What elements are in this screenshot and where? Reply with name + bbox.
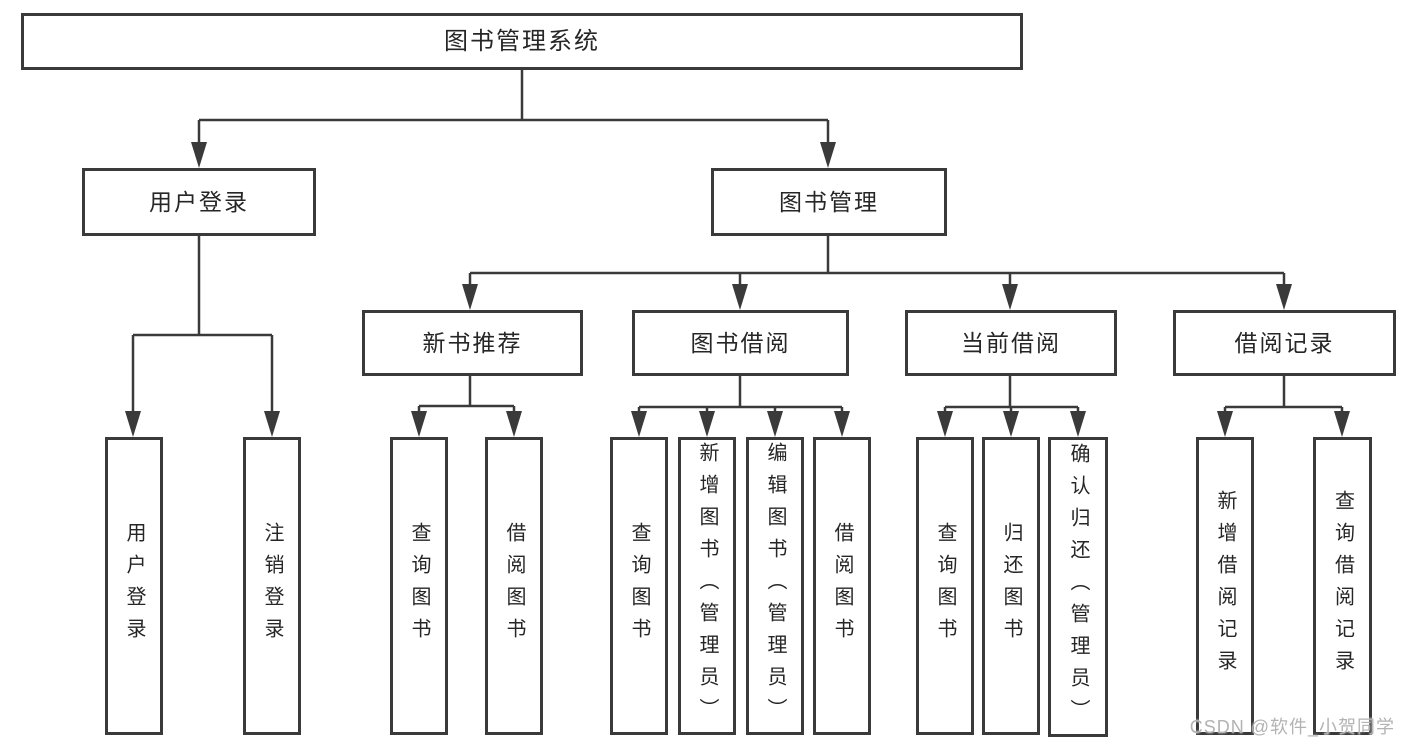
leaf-borrow-books-borrowing-label: 借阅图书 [831, 522, 853, 650]
leaf-query-books-current-label: 查询图书 [934, 522, 956, 650]
leaf-add-borrow-record-label: 新增借阅记录 [1214, 490, 1236, 682]
connector-new-book-recommend [417, 376, 516, 419]
node-book-borrowing: 图书借阅 [632, 310, 849, 376]
node-borrowing-records: 借阅记录 [1173, 310, 1396, 376]
connector-root-arrowheads [191, 142, 836, 168]
node-root: 图书管理系统 [21, 13, 1023, 70]
connector-new-book-recommend-arrowheads [411, 411, 522, 437]
node-current-borrowing: 当前借阅 [905, 310, 1117, 376]
leaf-user-login: 用户登录 [105, 437, 163, 735]
node-book-management-label: 图书管理 [779, 188, 879, 215]
leaf-logout-label: 注销登录 [261, 522, 283, 650]
leaf-borrow-books-borrowing: 借阅图书 [813, 437, 871, 735]
connector-book-management [468, 236, 1286, 292]
leaf-return-book: 归还图书 [982, 437, 1040, 735]
connector-book-borrowing-arrowheads [631, 411, 850, 437]
connector-current-borrowing-arrowheads [937, 411, 1086, 437]
connector-book-borrowing [637, 376, 844, 419]
connector-user-login [131, 236, 274, 419]
connector-book-management-arrowheads [462, 284, 1292, 310]
leaf-user-login-label: 用户登录 [123, 522, 145, 650]
connector-borrowing-records [1223, 376, 1344, 419]
node-user-login-label: 用户登录 [149, 188, 249, 215]
leaf-add-book-admin-label: 新增图书（管理员） [696, 442, 718, 730]
leaf-edit-book-admin-label: 编辑图书（管理员） [764, 442, 786, 730]
node-book-borrowing-label: 图书借阅 [690, 329, 791, 356]
leaf-logout: 注销登录 [243, 437, 301, 735]
node-book-management: 图书管理 [711, 168, 947, 236]
node-user-login: 用户登录 [82, 168, 316, 236]
leaf-query-books-borrowing: 查询图书 [610, 437, 668, 735]
node-borrowing-records-label: 借阅记录 [1234, 329, 1335, 356]
node-current-borrowing-label: 当前借阅 [961, 329, 1061, 356]
leaf-borrow-books-recommend-label: 借阅图书 [503, 522, 525, 650]
leaf-borrow-books-recommend: 借阅图书 [485, 437, 543, 735]
leaf-confirm-return-admin-label: 确认归还（管理员） [1067, 443, 1089, 731]
leaf-query-books-borrowing-label: 查询图书 [628, 522, 650, 650]
watermark: CSDN @软件_小贺同学 [1189, 717, 1395, 737]
node-root-label: 图书管理系统 [444, 27, 600, 55]
leaf-return-book-label: 归还图书 [1000, 522, 1022, 650]
leaf-add-book-admin: 新增图书（管理员） [678, 437, 736, 735]
leaf-query-borrow-record: 查询借阅记录 [1313, 437, 1372, 735]
node-new-book-recommend: 新书推荐 [362, 310, 583, 376]
leaf-query-books-recommend: 查询图书 [390, 437, 448, 735]
leaf-query-books-current: 查询图书 [916, 437, 974, 735]
connector-root [197, 70, 830, 150]
node-new-book-recommend-label: 新书推荐 [422, 329, 523, 356]
leaf-confirm-return-admin: 确认归还（管理员） [1048, 437, 1108, 737]
leaf-add-borrow-record: 新增借阅记录 [1196, 437, 1254, 735]
connector-user-login-arrowheads [125, 411, 280, 437]
leaf-edit-book-admin: 编辑图书（管理员） [746, 437, 804, 735]
leaf-query-borrow-record-label: 查询借阅记录 [1331, 490, 1354, 682]
connector-borrowing-records-arrowheads [1217, 411, 1350, 437]
leaf-query-books-recommend-label: 查询图书 [408, 522, 430, 650]
